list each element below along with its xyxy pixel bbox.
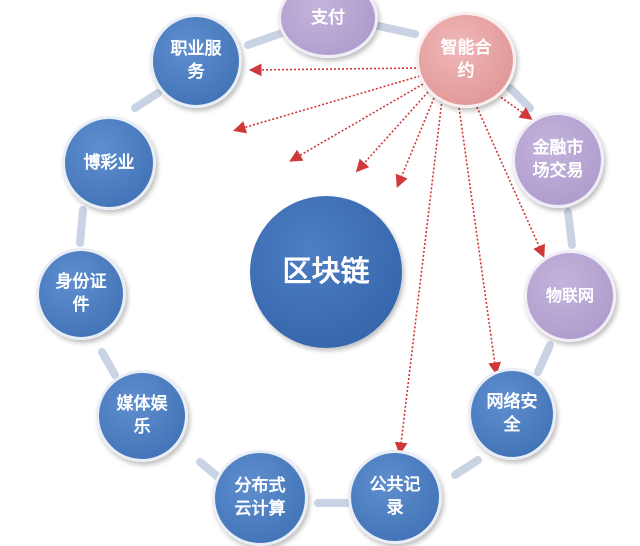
node-label: 分布式云计算 xyxy=(234,476,286,519)
node-fenbushi-yunjisuan: 分布式云计算 xyxy=(212,450,308,546)
arrows xyxy=(232,63,545,456)
node-label: 身份证件 xyxy=(55,272,107,315)
arrow xyxy=(248,63,421,77)
ring-segment xyxy=(98,348,119,379)
ring-segment xyxy=(196,458,222,481)
node-label: 网络安全 xyxy=(486,392,538,435)
ring-segments xyxy=(76,22,576,507)
arrow xyxy=(355,91,429,173)
node-bocaiye: 博彩业 xyxy=(62,116,156,210)
node-label: 媒体娱乐 xyxy=(116,394,168,437)
node-center-blockchain: 区块链 xyxy=(250,196,402,348)
node-label: 区块链 xyxy=(282,254,370,289)
arrow xyxy=(394,99,443,456)
blockchain-application-diagram: 区块链 支付 智能合约 金融市场交易 物联网 网络安全 公共记录 分布式云计算 … xyxy=(36,0,616,546)
ring-segment xyxy=(131,89,162,112)
node-wulianwang: 物联网 xyxy=(524,250,616,342)
ring-segment xyxy=(244,29,286,49)
node-zhifu: 支付 xyxy=(278,0,378,58)
arrow xyxy=(395,97,435,188)
node-label: 支付 xyxy=(311,7,345,28)
arrow xyxy=(289,83,424,162)
node-jinrong-shichang: 金融市场交易 xyxy=(512,112,604,208)
ring-segment xyxy=(451,456,482,479)
arrow xyxy=(457,99,502,376)
ring-segment xyxy=(374,22,419,38)
ring-segment xyxy=(534,341,554,376)
node-label: 公共记录 xyxy=(369,475,421,518)
node-label: 金融市场交易 xyxy=(532,138,584,181)
connector-layer xyxy=(76,22,576,507)
arrow xyxy=(232,75,421,134)
ring-segment xyxy=(564,208,576,249)
node-zhineng-heyue: 智能合约 xyxy=(416,12,516,108)
node-zhiye-fuwu: 职业服务 xyxy=(150,14,242,108)
node-label: 博彩业 xyxy=(83,152,135,173)
ring-segment xyxy=(76,206,87,247)
node-gonggong-jilu: 公共记录 xyxy=(348,450,442,544)
node-label: 智能合约 xyxy=(440,38,492,81)
node-label: 职业服务 xyxy=(170,39,222,82)
node-shenfen-zhengjian: 身份证件 xyxy=(36,248,126,340)
ring-segment xyxy=(506,84,534,112)
node-wangluo-anquan: 网络安全 xyxy=(468,368,556,460)
node-meiti-yule: 媒体娱乐 xyxy=(96,370,188,462)
node-label: 物联网 xyxy=(545,286,594,306)
arrow xyxy=(471,95,545,258)
